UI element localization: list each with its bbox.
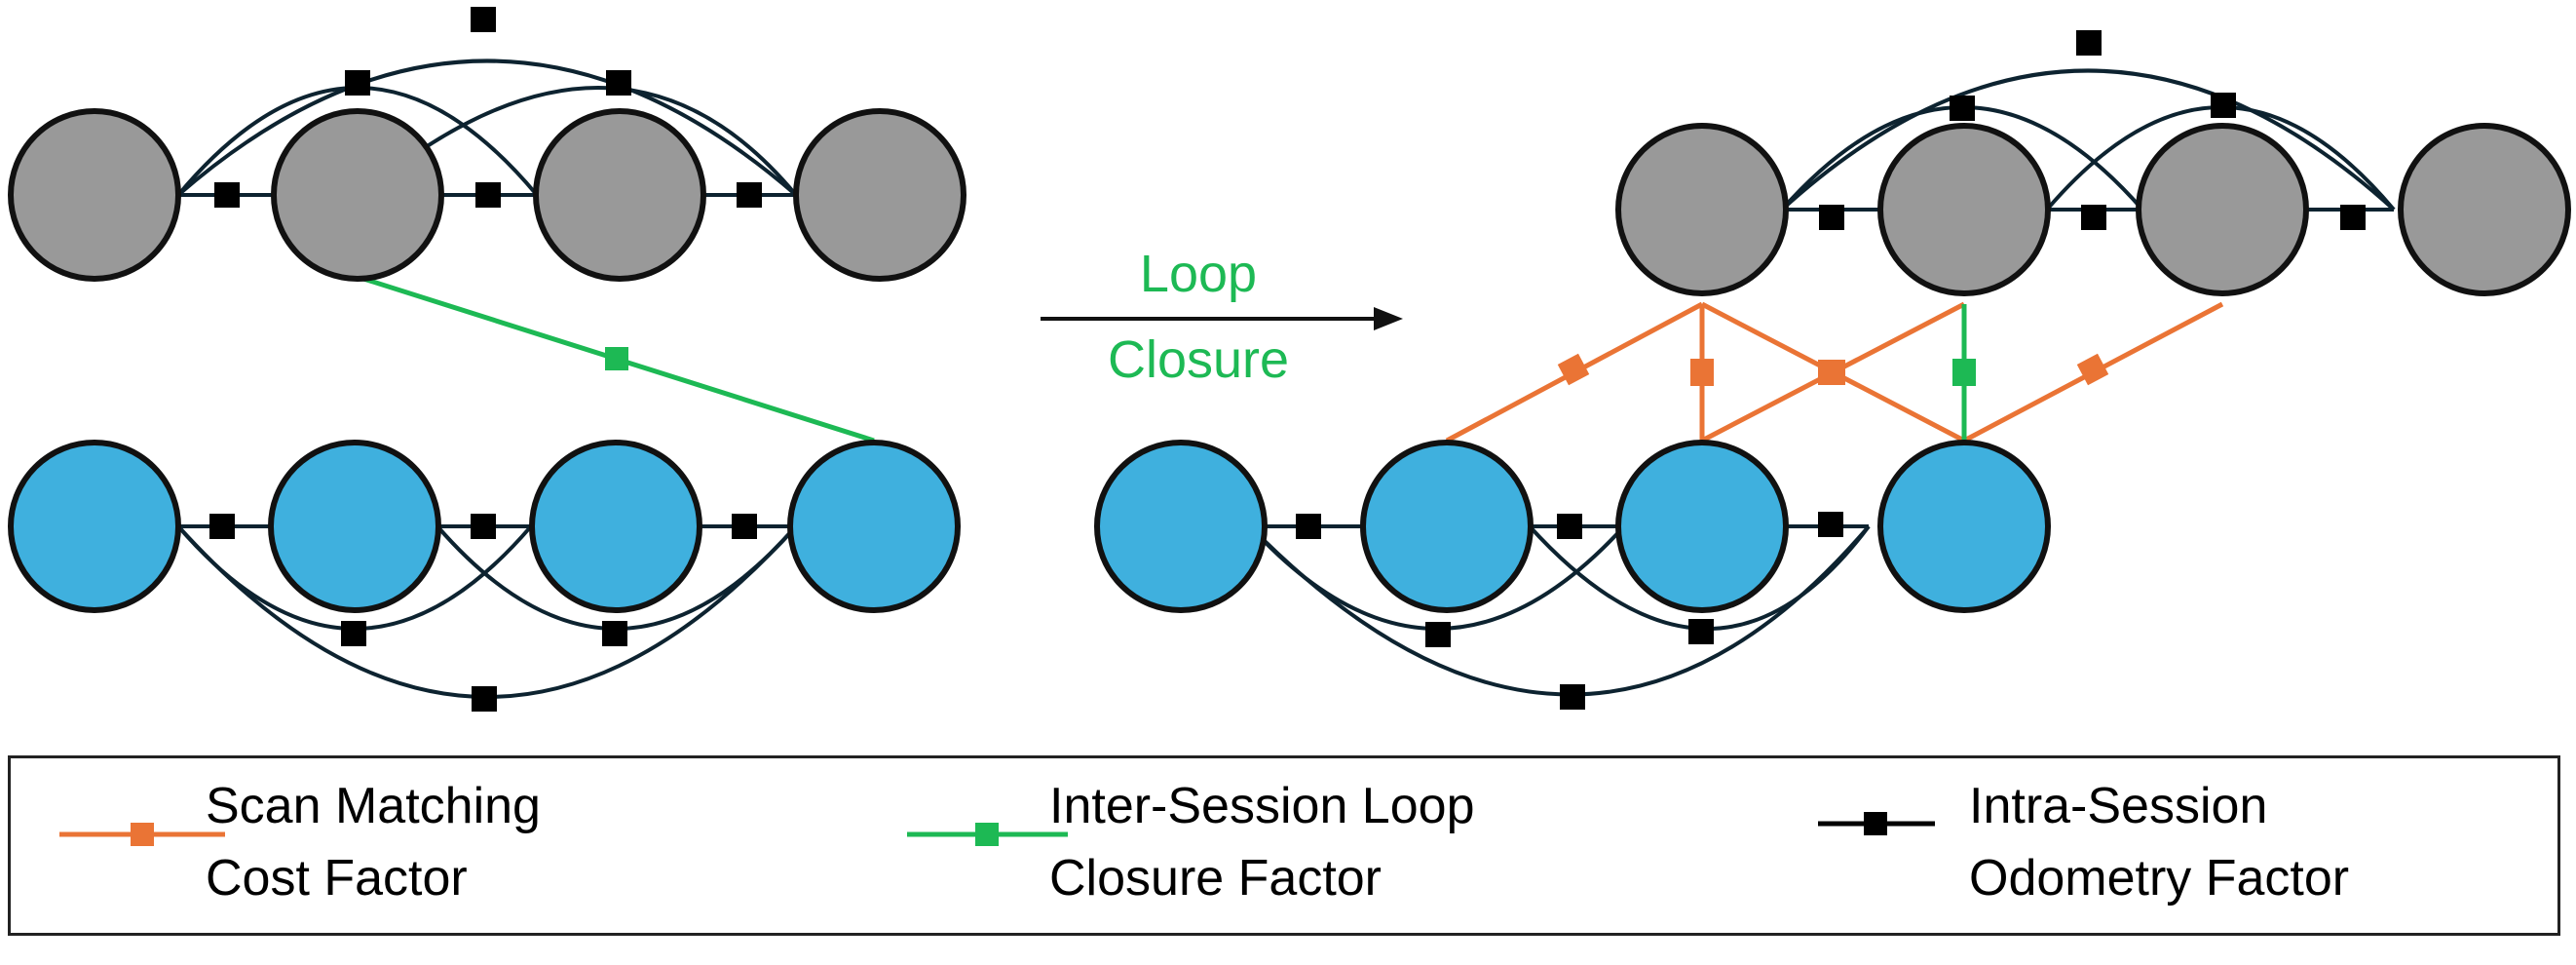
arrow-label-line2: Closure — [1107, 330, 1290, 389]
pose-node-session-b — [529, 440, 702, 613]
odometry-factor-marker — [341, 621, 366, 646]
legend-label-line1: Intra-Session — [1969, 778, 2268, 834]
legend-label-line2: Closure Factor — [1049, 850, 1382, 907]
pose-node-session-a — [793, 108, 966, 282]
pose-node-session-a — [2398, 123, 2571, 296]
odometry-factor-marker — [732, 514, 757, 539]
odometry-edge — [176, 524, 798, 699]
pose-node-session-a — [533, 108, 706, 282]
odometry-factor-marker — [1425, 622, 1451, 647]
odometry-factor-marker — [2076, 30, 2102, 56]
pose-node-session-a — [8, 108, 181, 282]
pose-node-session-a — [1615, 123, 1789, 296]
pose-node-session-b — [1360, 440, 1534, 613]
legend-label-line1: Inter-Session Loop — [1049, 778, 1475, 834]
pose-node-session-b — [8, 440, 181, 613]
factor-graph-diagram — [8, 7, 2571, 712]
graph-before — [8, 7, 966, 712]
odometry-factor-marker — [471, 514, 496, 539]
legend: Scan Matching Cost Factor Inter-Session … — [8, 755, 2560, 936]
loop-closure-factor-marker — [1952, 359, 1976, 386]
odometry-factor-marker — [209, 514, 235, 539]
odometry-factor-marker — [2340, 205, 2366, 230]
odometry-edge — [176, 58, 798, 197]
legend-label-line2: Cost Factor — [206, 850, 468, 907]
odometry-factor-marker — [1950, 96, 1975, 121]
scan-matching-factor-marker — [2076, 353, 2109, 386]
pose-node-session-b — [787, 440, 961, 613]
pose-node-session-b — [1877, 440, 2051, 613]
scan-matching-factor-marker — [1557, 353, 1590, 386]
odometry-factor-marker — [1557, 514, 1582, 539]
arrow-head-icon — [1374, 307, 1403, 330]
odometry-factor-marker — [475, 182, 501, 208]
odometry-factor-marker — [1296, 514, 1321, 539]
odometry-factor-marker — [1818, 512, 1843, 537]
odometry-edge — [360, 86, 798, 197]
odometry-factor-marker — [602, 621, 627, 646]
odometry-factor-marker — [471, 7, 496, 32]
legend-label-line1: Scan Matching — [206, 778, 541, 834]
legend-item-scan-matching: Scan Matching Cost Factor — [11, 758, 849, 933]
arrow-label-line1: Loop — [1139, 245, 1258, 303]
odometry-factor-marker — [1819, 205, 1844, 230]
scan-matching-factor-marker — [1818, 360, 1845, 385]
loop-closure-legend-icon — [907, 823, 1068, 846]
graph-after — [1094, 30, 2571, 710]
loop-closure-factor-marker — [605, 347, 628, 370]
pose-node-session-a — [2136, 123, 2309, 296]
odometry-factor-marker — [2081, 205, 2106, 230]
pose-node-session-a — [1877, 123, 2051, 296]
odometry-edge — [1780, 68, 2396, 212]
legend-label-line2: Odometry Factor — [1969, 850, 2350, 907]
odometry-factor-marker — [214, 182, 240, 208]
odometry-factor-marker — [1688, 619, 1714, 644]
legend-item-loop-closure: Inter-Session Loop Closure Factor — [858, 758, 1696, 933]
odometry-factor-marker — [472, 686, 497, 712]
odometry-factor-marker — [2211, 93, 2236, 118]
loop-closure-arrow — [1041, 307, 1403, 330]
odometry-factor-marker — [606, 70, 631, 96]
pose-node-session-b — [1094, 440, 1268, 613]
scan-matching-factor-marker — [1690, 359, 1714, 386]
legend-item-odometry: Intra-Session Odometry Factor — [1701, 758, 2558, 933]
scan-matching-legend-icon — [59, 823, 225, 846]
odometry-legend-icon — [1818, 812, 1935, 835]
pose-node-session-b — [1615, 440, 1789, 613]
odometry-factor-marker — [737, 182, 762, 208]
odometry-factor-marker — [345, 70, 370, 96]
odometry-factor-marker — [1560, 684, 1585, 710]
pose-node-session-a — [271, 108, 444, 282]
pose-node-session-b — [268, 440, 441, 613]
